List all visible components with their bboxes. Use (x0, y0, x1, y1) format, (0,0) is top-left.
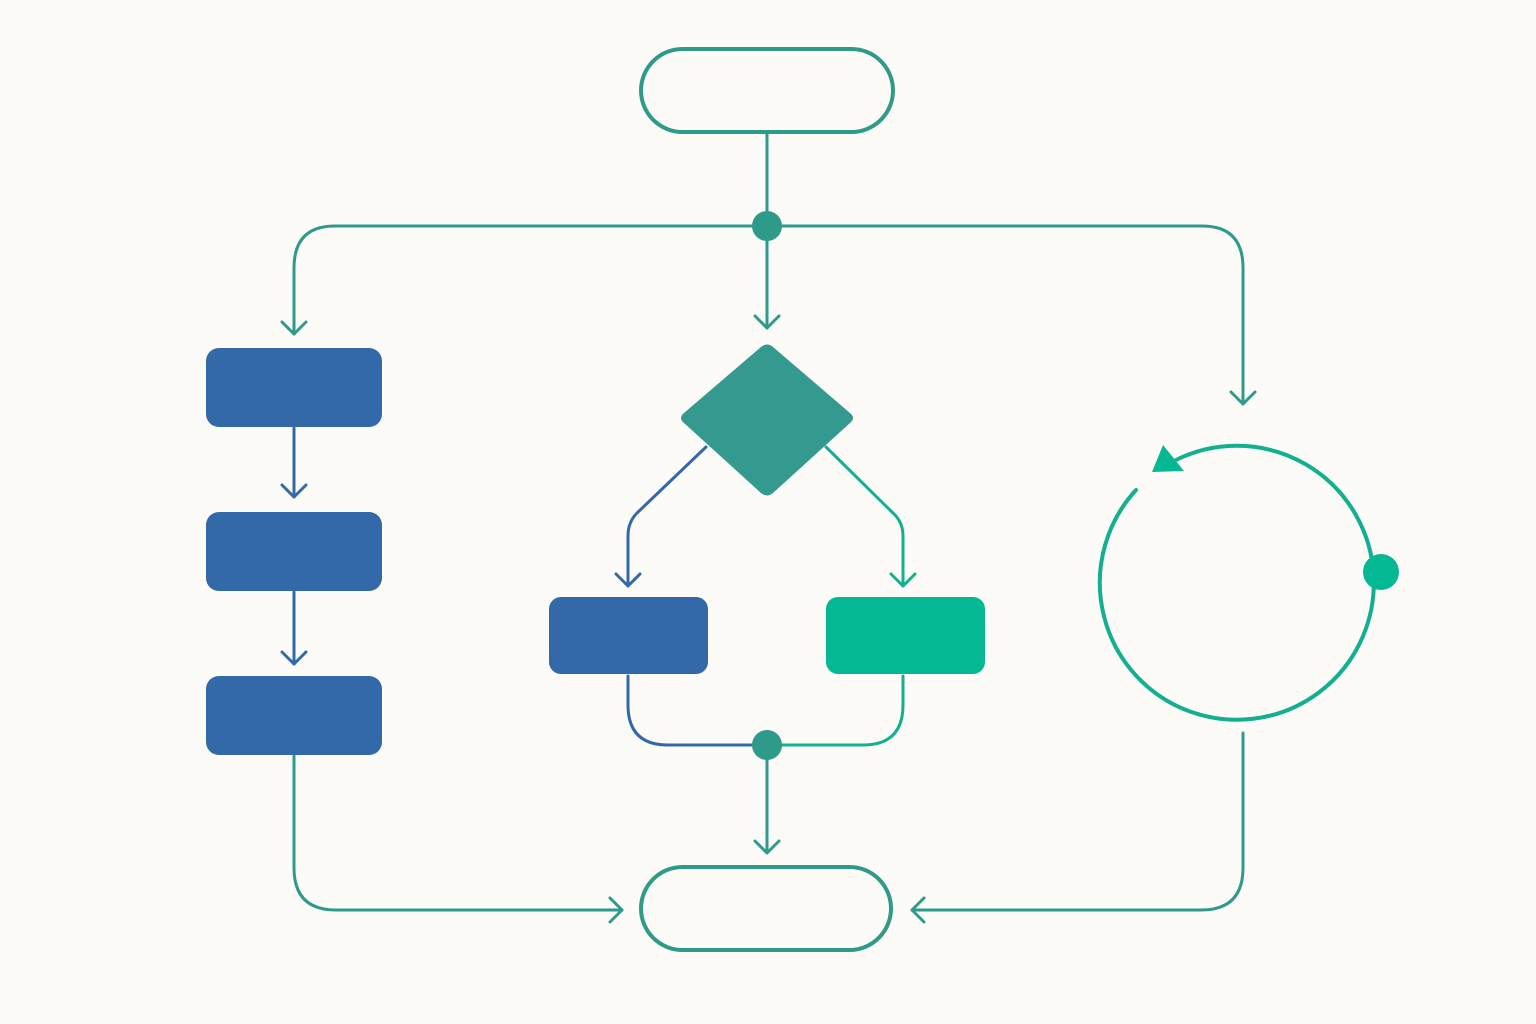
arrowhead-loop (1229, 390, 1257, 406)
start-terminal[interactable] (639, 47, 895, 134)
arrowhead-step2 (280, 483, 308, 499)
arrowhead-right-branch (889, 572, 917, 588)
arrowhead-left-branch (614, 572, 642, 588)
process-box-branch-right[interactable] (826, 597, 985, 674)
arrowhead-end-from-right (910, 896, 926, 924)
loop-node-dot (1363, 554, 1399, 590)
arrowhead-end-from-merge (753, 839, 781, 855)
process-box-branch-left[interactable] (549, 597, 708, 674)
connector-step3-to-end (292, 754, 624, 912)
connectors (292, 132, 1245, 912)
junction-dot-top (752, 211, 782, 241)
connector-right-branch-to-merge (765, 674, 905, 747)
connector-junction-to-left-column (292, 224, 769, 336)
connector-junction-to-loop (765, 224, 1245, 406)
connector-loop-to-end (910, 731, 1245, 912)
connector-decision-to-left-branch (626, 445, 708, 588)
arrowhead-decision (753, 314, 781, 330)
end-terminal[interactable] (639, 865, 893, 952)
connector-decision-to-right-branch (824, 445, 905, 588)
loop-arc (1097, 443, 1376, 722)
loop-cycle[interactable] (1097, 443, 1399, 722)
process-box-step-2[interactable] (206, 512, 382, 591)
arrowheads (280, 314, 1257, 924)
arrowhead-end-from-left (608, 896, 624, 924)
decision-diamond[interactable] (681, 344, 853, 496)
arrowhead-step3 (280, 650, 308, 666)
process-box-step-3[interactable] (206, 676, 382, 755)
connector-left-branch-to-merge (626, 674, 769, 747)
process-box-step-1[interactable] (206, 348, 382, 427)
junction-dot-merge (752, 730, 782, 760)
arrowhead-left-column (280, 320, 308, 336)
loop-arrowhead (1152, 445, 1184, 472)
